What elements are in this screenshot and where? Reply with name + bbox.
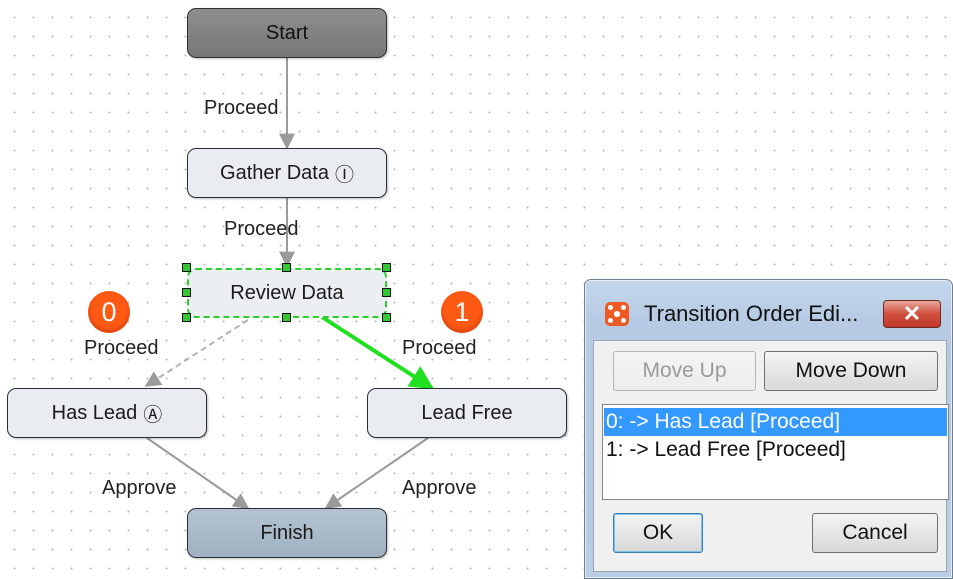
resize-handle-top-left[interactable]	[182, 263, 191, 272]
node-lead-free[interactable]: Lead Free	[367, 388, 567, 438]
node-review-data[interactable]: Review Data	[187, 268, 387, 318]
edge-review-to-has-lead[interactable]	[144, 319, 249, 387]
node-has-lead[interactable]: Has Lead Ⓐ	[7, 388, 207, 438]
edge-label-gather-to-review: Proceed	[224, 218, 299, 240]
edge-review-to-lead-free[interactable]	[320, 315, 435, 390]
order-badge-1: 1	[441, 291, 483, 333]
edge-label-lead-free-to-finish: Approve	[402, 477, 477, 499]
a-circle-icon: Ⓐ	[143, 404, 163, 426]
node-finish[interactable]: Finish	[187, 508, 387, 558]
move-down-label: Move Down	[795, 359, 907, 382]
dialog-client-area: Move Up Move Down 0: -> Has Lead [Procee…	[593, 340, 949, 572]
node-finish-label: Finish	[260, 521, 314, 544]
resize-handle-bottom[interactable]	[282, 313, 291, 322]
app-icon	[605, 302, 629, 326]
ok-label: OK	[642, 521, 674, 544]
resize-handle-left[interactable]	[182, 288, 191, 297]
edge-label-review-to-has-lead: Proceed	[84, 337, 159, 359]
resize-handle-top-right[interactable]	[382, 263, 391, 272]
close-button[interactable]: ✕	[883, 300, 941, 328]
dialog-titlebar[interactable]: Transition Order Edi... ✕	[585, 280, 952, 342]
close-icon: ✕	[902, 301, 922, 326]
node-start-label: Start	[265, 21, 309, 44]
resize-handle-bottom-right[interactable]	[382, 313, 391, 322]
resize-handle-right[interactable]	[382, 288, 391, 297]
cancel-label: Cancel	[842, 521, 908, 544]
edge-label-has-lead-to-finish: Approve	[102, 477, 177, 499]
dialog-title: Transition Order Edi...	[644, 301, 859, 326]
node-has-lead-label: Has Lead	[51, 401, 138, 424]
move-up-button[interactable]: Move Up	[613, 351, 756, 391]
move-up-label: Move Up	[642, 359, 727, 382]
node-start[interactable]: Start	[187, 8, 387, 58]
node-gather-data[interactable]: Gather Data Ⓘ	[187, 148, 387, 198]
list-item[interactable]: 1: -> Lead Free [Proceed]	[606, 438, 846, 461]
edge-lead-free-to-finish[interactable]	[324, 437, 429, 509]
node-lead-free-label: Lead Free	[421, 401, 513, 424]
transition-order-editor-dialog: Transition Order Edi... ✕ Move Up Move D…	[584, 279, 953, 579]
resize-handle-bottom-left[interactable]	[182, 313, 191, 322]
node-gather-data-label: Gather Data	[220, 161, 329, 184]
info-circle-icon: Ⓘ	[334, 164, 354, 186]
edge-has-lead-to-finish[interactable]	[146, 437, 250, 509]
list-item[interactable]: 0: -> Has Lead [Proceed]	[604, 408, 947, 436]
node-review-data-label: Review Data	[230, 281, 344, 304]
edge-label-review-to-lead-free: Proceed	[402, 337, 477, 359]
move-down-button[interactable]: Move Down	[764, 351, 938, 391]
edge-label-start-to-gather: Proceed	[204, 97, 279, 119]
resize-handle-top[interactable]	[282, 263, 291, 272]
cancel-button[interactable]: Cancel	[812, 513, 938, 553]
ok-button[interactable]: OK	[613, 513, 703, 553]
order-badge-0: 0	[88, 291, 130, 333]
transition-order-list[interactable]: 0: -> Has Lead [Proceed] 1: -> Lead Free…	[602, 404, 949, 500]
